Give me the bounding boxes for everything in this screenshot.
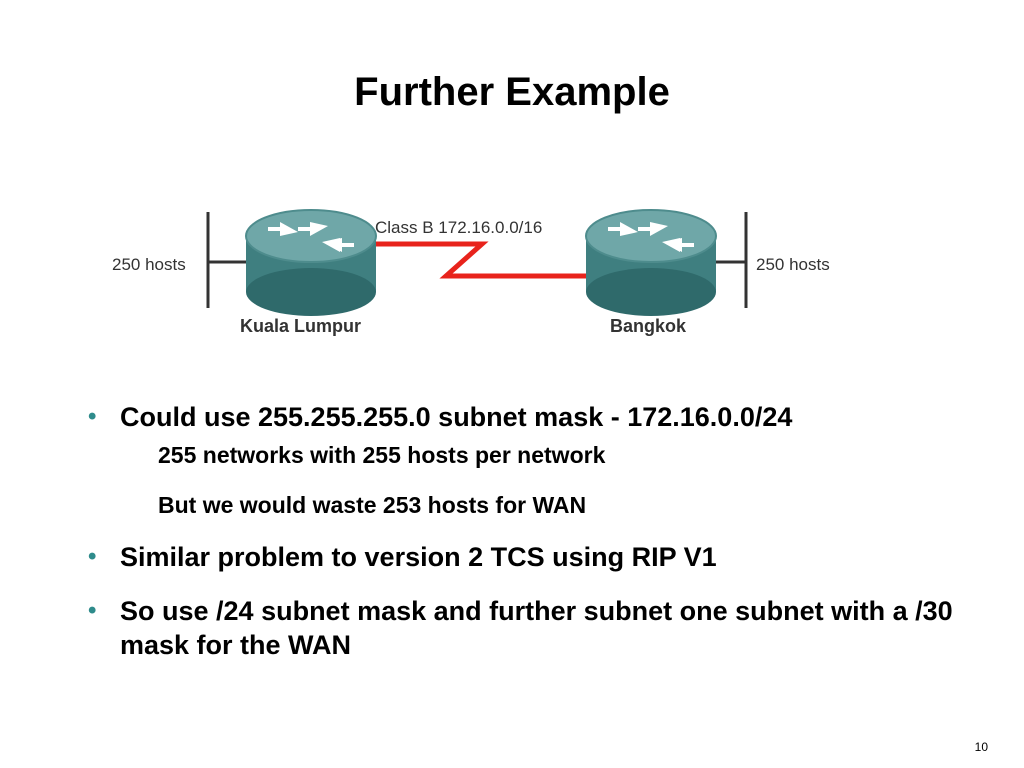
left-hosts-label: 250 hosts (112, 255, 186, 274)
right-router-name: Bangkok (610, 316, 687, 336)
left-router-name: Kuala Lumpur (240, 316, 361, 336)
bullet-text: So use /24 subnet mask and further subne… (120, 596, 953, 660)
bullet-text: Similar problem to version 2 TCS using R… (120, 542, 717, 572)
slide-title: Further Example (354, 70, 670, 114)
page-number: 10 (974, 740, 988, 754)
wan-link (376, 241, 590, 279)
router-icon: . (245, 209, 377, 316)
right-hosts-label: 250 hosts (756, 255, 830, 274)
bullet-item: Similar problem to version 2 TCS using R… (88, 540, 988, 574)
bullet-item: So use /24 subnet mask and further subne… (88, 594, 988, 662)
bullet-text: Could use 255.255.255.0 subnet mask - 17… (120, 402, 793, 432)
bullet-item: Could use 255.255.255.0 subnet mask - 17… (88, 400, 988, 520)
wan-link-label: Class B 172.16.0.0/16 (375, 218, 542, 237)
network-diagram: 250 hosts 250 hosts Class B 172.16.0.0/1… (112, 209, 830, 336)
sub-bullet-group: 255 networks with 255 hosts per network … (120, 440, 988, 520)
router-icon (585, 209, 717, 316)
bullet-list: Could use 255.255.255.0 subnet mask - 17… (88, 400, 988, 682)
sub-bullet-text: But we would waste 253 hosts for WAN (158, 492, 587, 518)
sub-bullet-text: 255 networks with 255 hosts per network (158, 442, 606, 468)
